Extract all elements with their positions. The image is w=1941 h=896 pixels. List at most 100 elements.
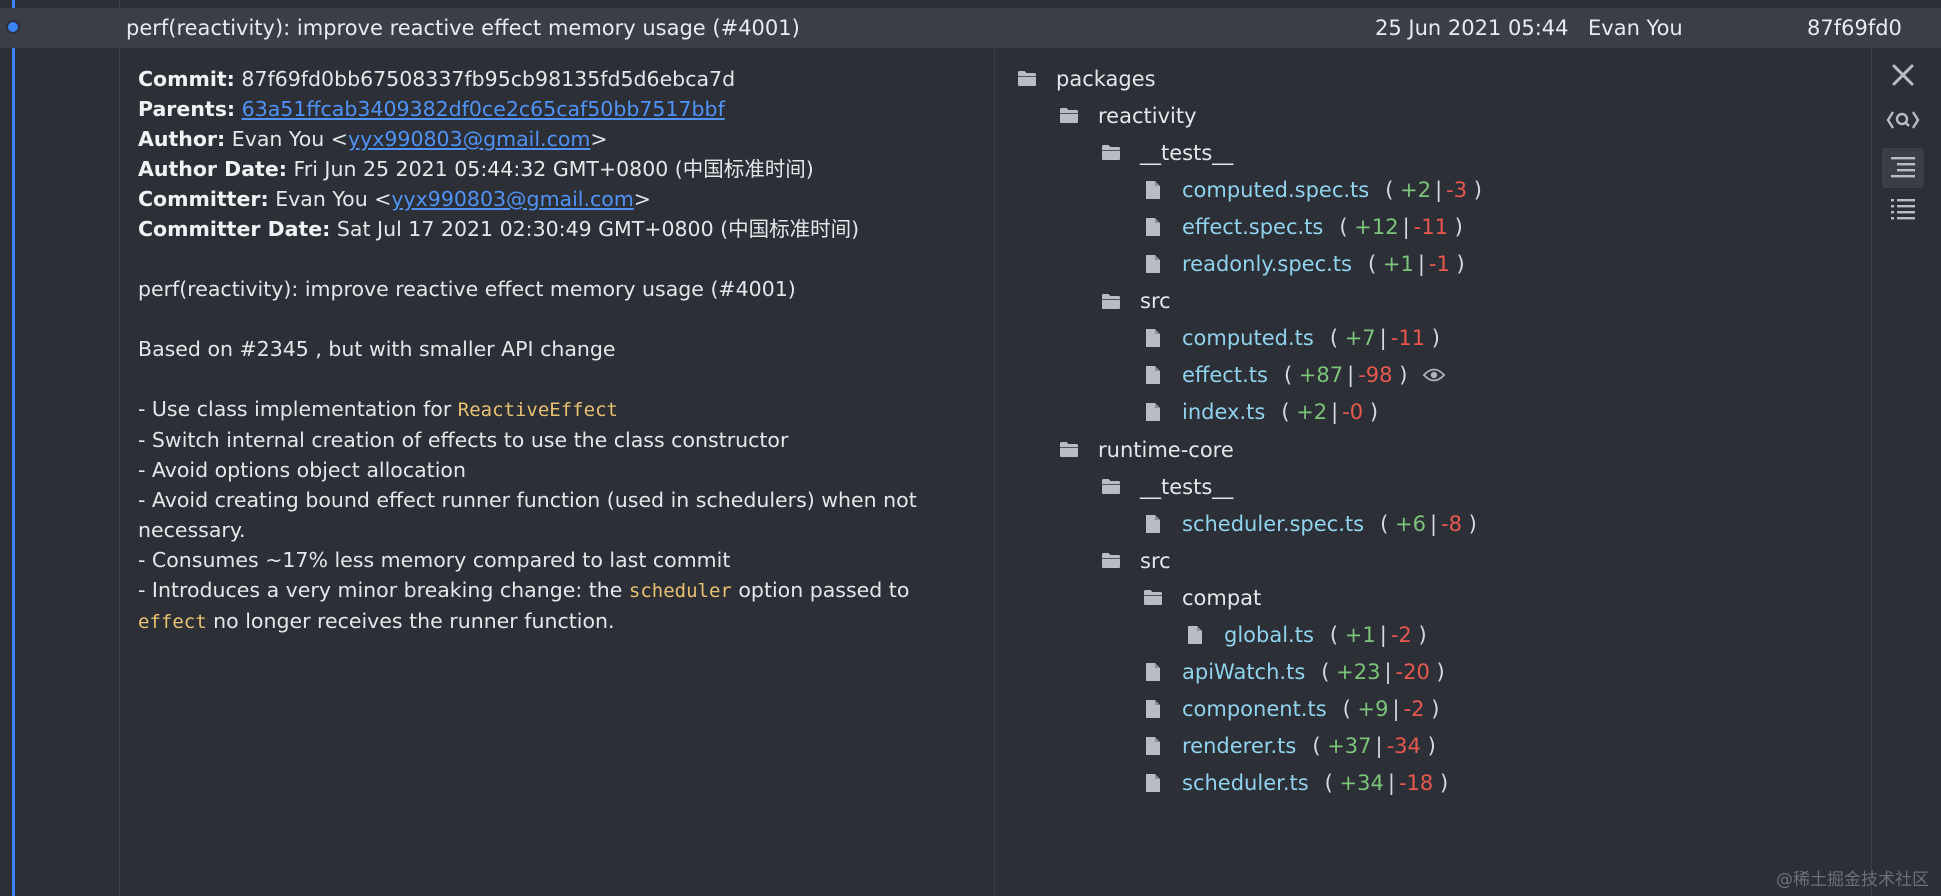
tree-view-button[interactable] — [1882, 148, 1924, 188]
deletions-count: -18 — [1398, 771, 1434, 796]
file-change-stat: ( +9|-2 ) — [1342, 697, 1440, 722]
additions-count: +37 — [1327, 734, 1372, 759]
message-bullet: - Introduces a very minor breaking chang… — [138, 575, 976, 637]
file-change-stat: ( +1|-2 ) — [1329, 623, 1427, 647]
folder-name: compat — [1182, 585, 1262, 610]
tree-folder[interactable]: reactivity — [1058, 97, 1197, 134]
tree-folder[interactable]: runtime-core — [1058, 431, 1234, 468]
message-bullet: - Switch internal creation of effects to… — [138, 428, 789, 452]
tree-file[interactable]: index.ts( +2|-0 ) — [1142, 394, 1378, 431]
file-change-stat: ( +2|-3 ) — [1385, 177, 1482, 202]
file-change-stat: ( +23|-20 ) — [1321, 660, 1445, 685]
tree-folder[interactable]: packages — [1016, 60, 1156, 97]
parent-hash-link[interactable]: 63a51ffcab3409382df0ce2c65caf50bb7517bbf — [241, 97, 725, 121]
commit-graph-node — [6, 20, 20, 34]
commit-subject: perf(reactivity): improve reactive effec… — [126, 16, 800, 40]
tree-folder[interactable]: src — [1100, 542, 1171, 579]
commit-line: Commit: 87f69fd0bb67508337fb95cb98135fd5… — [138, 64, 976, 94]
inline-code: ReactiveEffect — [457, 399, 618, 421]
file-change-stat: ( +34|-18 ) — [1324, 771, 1449, 796]
additions-count: +2 — [1296, 400, 1328, 425]
commit-message: perf(reactivity): improve reactive effec… — [138, 274, 976, 637]
tree-folder[interactable]: __tests__ — [1100, 468, 1233, 505]
tree-file[interactable]: scheduler.ts ( +34|-18 ) — [1142, 765, 1448, 802]
folder-name: reactivity — [1098, 103, 1197, 128]
commit-full-hash: 87f69fd0bb67508337fb95cb98135fd5d6ebca7d — [241, 67, 736, 91]
file-name: effect.ts — [1182, 363, 1268, 388]
tree-file[interactable]: computed.ts ( +7|-11 ) — [1142, 320, 1440, 357]
tree-file[interactable]: computed.spec.ts( +2|-3 ) — [1142, 171, 1482, 208]
file-change-stat: ( +2|-0 ) — [1281, 400, 1379, 425]
tree-file[interactable]: component.ts( +9|-2 ) — [1142, 691, 1439, 728]
file-icon — [1142, 364, 1164, 386]
additions-count: +2 — [1400, 177, 1432, 202]
message-text: option passed to — [731, 578, 910, 602]
message-bullet: - Avoid creating bound effect runner fun… — [138, 488, 917, 542]
tree-file[interactable]: apiWatch.ts( +23|-20 ) — [1142, 654, 1445, 691]
tree-file[interactable]: renderer.ts ( +37|-34 ) — [1142, 728, 1436, 765]
author-date-line: Author Date: Fri Jun 25 2021 05:44:32 GM… — [138, 154, 976, 184]
parents-label: Parents: — [138, 97, 236, 121]
folder-icon — [1100, 142, 1122, 164]
deletions-count: -11 — [1413, 214, 1448, 239]
commit-details-panel: Commit: 87f69fd0bb67508337fb95cb98135fd5… — [120, 48, 995, 896]
close-button[interactable] — [1882, 55, 1924, 95]
commit-short-hash: 87f69fd0 — [1807, 16, 1902, 40]
folder-icon — [1100, 290, 1122, 312]
list-view-button[interactable] — [1882, 190, 1924, 230]
file-icon — [1184, 624, 1206, 646]
tree-folder[interactable]: src — [1100, 283, 1171, 320]
committer-date-label: Committer Date: — [138, 217, 331, 241]
folder-icon — [1100, 550, 1122, 572]
file-change-stat: ( +37|-34 ) — [1312, 734, 1436, 759]
code-search-button[interactable] — [1882, 100, 1924, 140]
file-icon — [1142, 401, 1164, 423]
author-name: Evan You < — [231, 127, 348, 151]
tree-view-icon — [1889, 155, 1917, 181]
message-text: no longer receives the runner function. — [206, 609, 615, 633]
file-icon — [1142, 698, 1164, 720]
additions-count: +87 — [1298, 363, 1344, 388]
folder-name: __tests__ — [1140, 474, 1234, 499]
file-icon — [1142, 179, 1164, 201]
file-change-stat: ( +7|-11 ) — [1329, 326, 1440, 351]
tree-file[interactable]: readonly.spec.ts ( +1|-1 ) — [1142, 246, 1465, 283]
deletions-count: -98 — [1358, 363, 1393, 388]
additions-count: +9 — [1357, 697, 1389, 722]
file-name: scheduler.ts — [1182, 771, 1309, 796]
committer-email-link[interactable]: yyx990803@gmail.com — [391, 187, 634, 211]
tree-file[interactable]: scheduler.spec.ts( +6|-8 ) — [1142, 505, 1477, 542]
parents-line: Parents: 63a51ffcab3409382df0ce2c65caf50… — [138, 94, 976, 124]
committer-email-close: > — [633, 187, 651, 211]
deletions-count: -34 — [1386, 734, 1421, 759]
folder-icon — [1058, 439, 1080, 461]
tree-file[interactable]: effect.ts ( +87|-98 ) — [1142, 357, 1446, 394]
file-name: readonly.spec.ts — [1182, 252, 1352, 276]
file-name: renderer.ts — [1182, 734, 1297, 759]
commit-graph-lane — [0, 0, 120, 896]
tree-file[interactable]: effect.spec.ts( +12|-11 ) — [1142, 208, 1463, 245]
deletions-count: -1 — [1428, 252, 1450, 276]
folder-name: src — [1140, 548, 1171, 573]
deletions-count: -8 — [1441, 511, 1462, 536]
message-bullet: - Consumes ~17% less memory compared to … — [138, 548, 731, 572]
author-label: Author: — [138, 127, 226, 151]
deletions-count: -20 — [1395, 660, 1430, 685]
file-name: computed.ts — [1182, 326, 1314, 351]
file-icon — [1142, 661, 1164, 683]
author-email-link[interactable]: yyx990803@gmail.com — [347, 127, 591, 151]
tree-folder[interactable]: compat — [1142, 579, 1261, 616]
tree-file[interactable]: global.ts( +1|-2 ) — [1184, 617, 1427, 654]
close-icon — [1891, 63, 1915, 87]
eye-icon[interactable] — [1423, 364, 1446, 386]
message-text: - Introduces a very minor breaking chang… — [138, 578, 629, 602]
folder-name: runtime-core — [1098, 437, 1234, 462]
watermark: @稀土掘金技术社区 — [1776, 870, 1929, 890]
deletions-count: -0 — [1342, 400, 1364, 425]
file-change-stat: ( +87|-98 ) — [1283, 363, 1408, 388]
commit-row-selected[interactable]: perf(reactivity): improve reactive effec… — [0, 8, 1941, 48]
folder-name: __tests__ — [1140, 140, 1234, 165]
deletions-count: -2 — [1390, 623, 1412, 647]
tree-folder[interactable]: __tests__ — [1100, 134, 1233, 171]
file-change-stat: ( +1|-1 ) — [1367, 252, 1465, 276]
